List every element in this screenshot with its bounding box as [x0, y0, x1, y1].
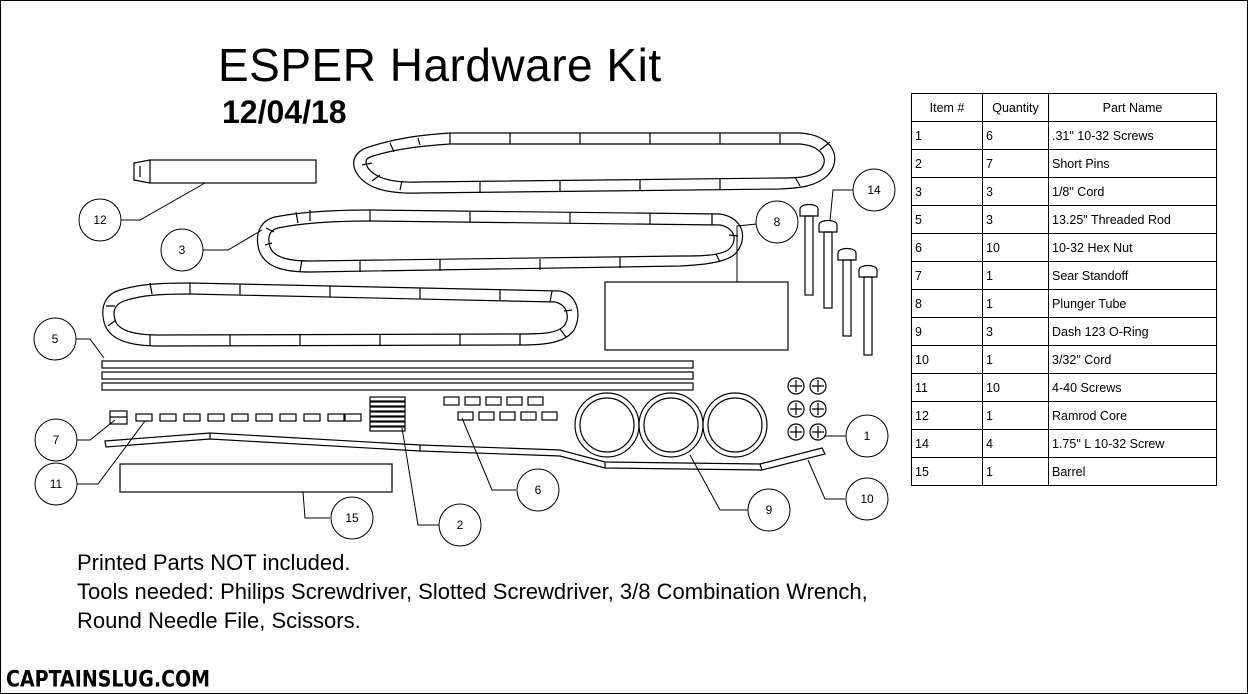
bom-cell-item: 9 — [911, 317, 983, 346]
bom-cell-item: 12 — [911, 401, 983, 430]
threaded-rods-part — [101, 360, 694, 391]
bom-cell-item: 15 — [911, 457, 983, 486]
bom-cell-part-name: 3/32" Cord — [1048, 345, 1217, 374]
bom-cell-part-name: Plunger Tube — [1048, 289, 1217, 318]
bom-cell-quantity: 10 — [982, 373, 1049, 402]
bom-cell-quantity: 3 — [982, 317, 1049, 346]
brand-watermark: CAPTAINSLUG.COM — [6, 667, 211, 693]
bom-header-part-name: Part Name — [1048, 93, 1217, 122]
bom-cell-part-name: 1.75" L 10-32 Screw — [1048, 429, 1217, 458]
callout-1: 1 — [864, 429, 871, 443]
long-screws-part — [799, 203, 878, 356]
bom-cell-quantity: 7 — [982, 149, 1049, 178]
page-title: ESPER Hardware Kit — [218, 39, 662, 91]
bom-cell-quantity: 1 — [982, 401, 1049, 430]
bom-header-item: Item # — [911, 93, 983, 122]
bom-cell-quantity: 6 — [982, 121, 1049, 150]
bom-cell-quantity: 1 — [982, 345, 1049, 374]
cord-loop-bottom — [102, 282, 579, 347]
bom-cell-item: 11 — [911, 373, 983, 402]
callout-8: 8 — [774, 215, 781, 229]
callout-9: 9 — [766, 503, 773, 517]
small-screws-part — [135, 413, 362, 422]
bom-header-row: Item # Quantity Part Name — [911, 93, 1217, 122]
notes-block: Printed Parts NOT included. Tools needed… — [77, 548, 868, 635]
bom-cell-item: 1 — [911, 121, 983, 150]
bom-cell-item: 7 — [911, 261, 983, 290]
bom-header-quantity: Quantity — [982, 93, 1049, 122]
bom-cell-part-name: 10-32 Hex Nut — [1048, 233, 1217, 262]
callout-12: 12 — [93, 213, 107, 227]
note-tools-needed-cont: Round Needle File, Scissors. — [77, 608, 361, 633]
bom-cell-quantity: 1 — [982, 289, 1049, 318]
bom-cell-item: 8 — [911, 289, 983, 318]
sear-standoff-part — [109, 410, 128, 425]
bom-cell-quantity: 1 — [982, 457, 1049, 486]
bom-cell-item: 2 — [911, 149, 983, 178]
bom-cell-item: 10 — [911, 345, 983, 374]
callout-10: 10 — [860, 492, 874, 506]
hex-nuts-part — [443, 396, 558, 421]
callout-7: 7 — [53, 433, 60, 447]
o-rings-part — [574, 392, 768, 458]
bom-cell-item: 14 — [911, 429, 983, 458]
bom-cell-part-name: 1/8" Cord — [1048, 177, 1217, 206]
bom-cell-quantity: 3 — [982, 177, 1049, 206]
bom-cell-quantity: 10 — [982, 233, 1049, 262]
short-pins-part — [369, 396, 406, 432]
bom-cell-item: 3 — [911, 177, 983, 206]
callout-15: 15 — [345, 511, 359, 525]
short-screws-part — [787, 377, 827, 441]
page-date: 12/04/18 — [222, 94, 347, 130]
callout-14: 14 — [867, 183, 881, 197]
bom-cell-quantity: 3 — [982, 205, 1049, 234]
ramrod-core-part — [133, 159, 317, 184]
cord-loop-top — [353, 132, 836, 194]
bom-cell-quantity: 4 — [982, 429, 1049, 458]
callout-11: 11 — [50, 477, 63, 491]
bom-cell-item: 5 — [911, 205, 983, 234]
bom-cell-part-name: Short Pins — [1048, 149, 1217, 178]
bom-cell-quantity: 1 — [982, 261, 1049, 290]
bom-cell-part-name: Dash 123 O-Ring — [1048, 317, 1217, 346]
callout-6: 6 — [535, 483, 542, 497]
plunger-tube-part — [604, 281, 789, 351]
callout-3: 3 — [179, 243, 186, 257]
barrel-part — [119, 463, 393, 493]
callout-5: 5 — [52, 332, 59, 346]
note-tools-needed: Tools needed: Philips Screwdriver, Slott… — [77, 579, 868, 604]
bom-cell-part-name: 13.25" Threaded Rod — [1048, 205, 1217, 234]
bom-cell-part-name: Ramrod Core — [1048, 401, 1217, 430]
bom-cell-part-name: .31" 10-32 Screws — [1048, 121, 1217, 150]
bom-cell-part-name: Sear Standoff — [1048, 261, 1217, 290]
bom-cell-part-name: Barrel — [1048, 457, 1217, 486]
bom-cell-item: 6 — [911, 233, 983, 262]
callout-2: 2 — [457, 518, 464, 532]
cord-loop-middle — [256, 209, 744, 273]
bom-cell-part-name: 4-40 Screws — [1048, 373, 1217, 402]
thin-cord-part — [104, 432, 826, 471]
note-printed-parts: Printed Parts NOT included. — [77, 550, 351, 575]
